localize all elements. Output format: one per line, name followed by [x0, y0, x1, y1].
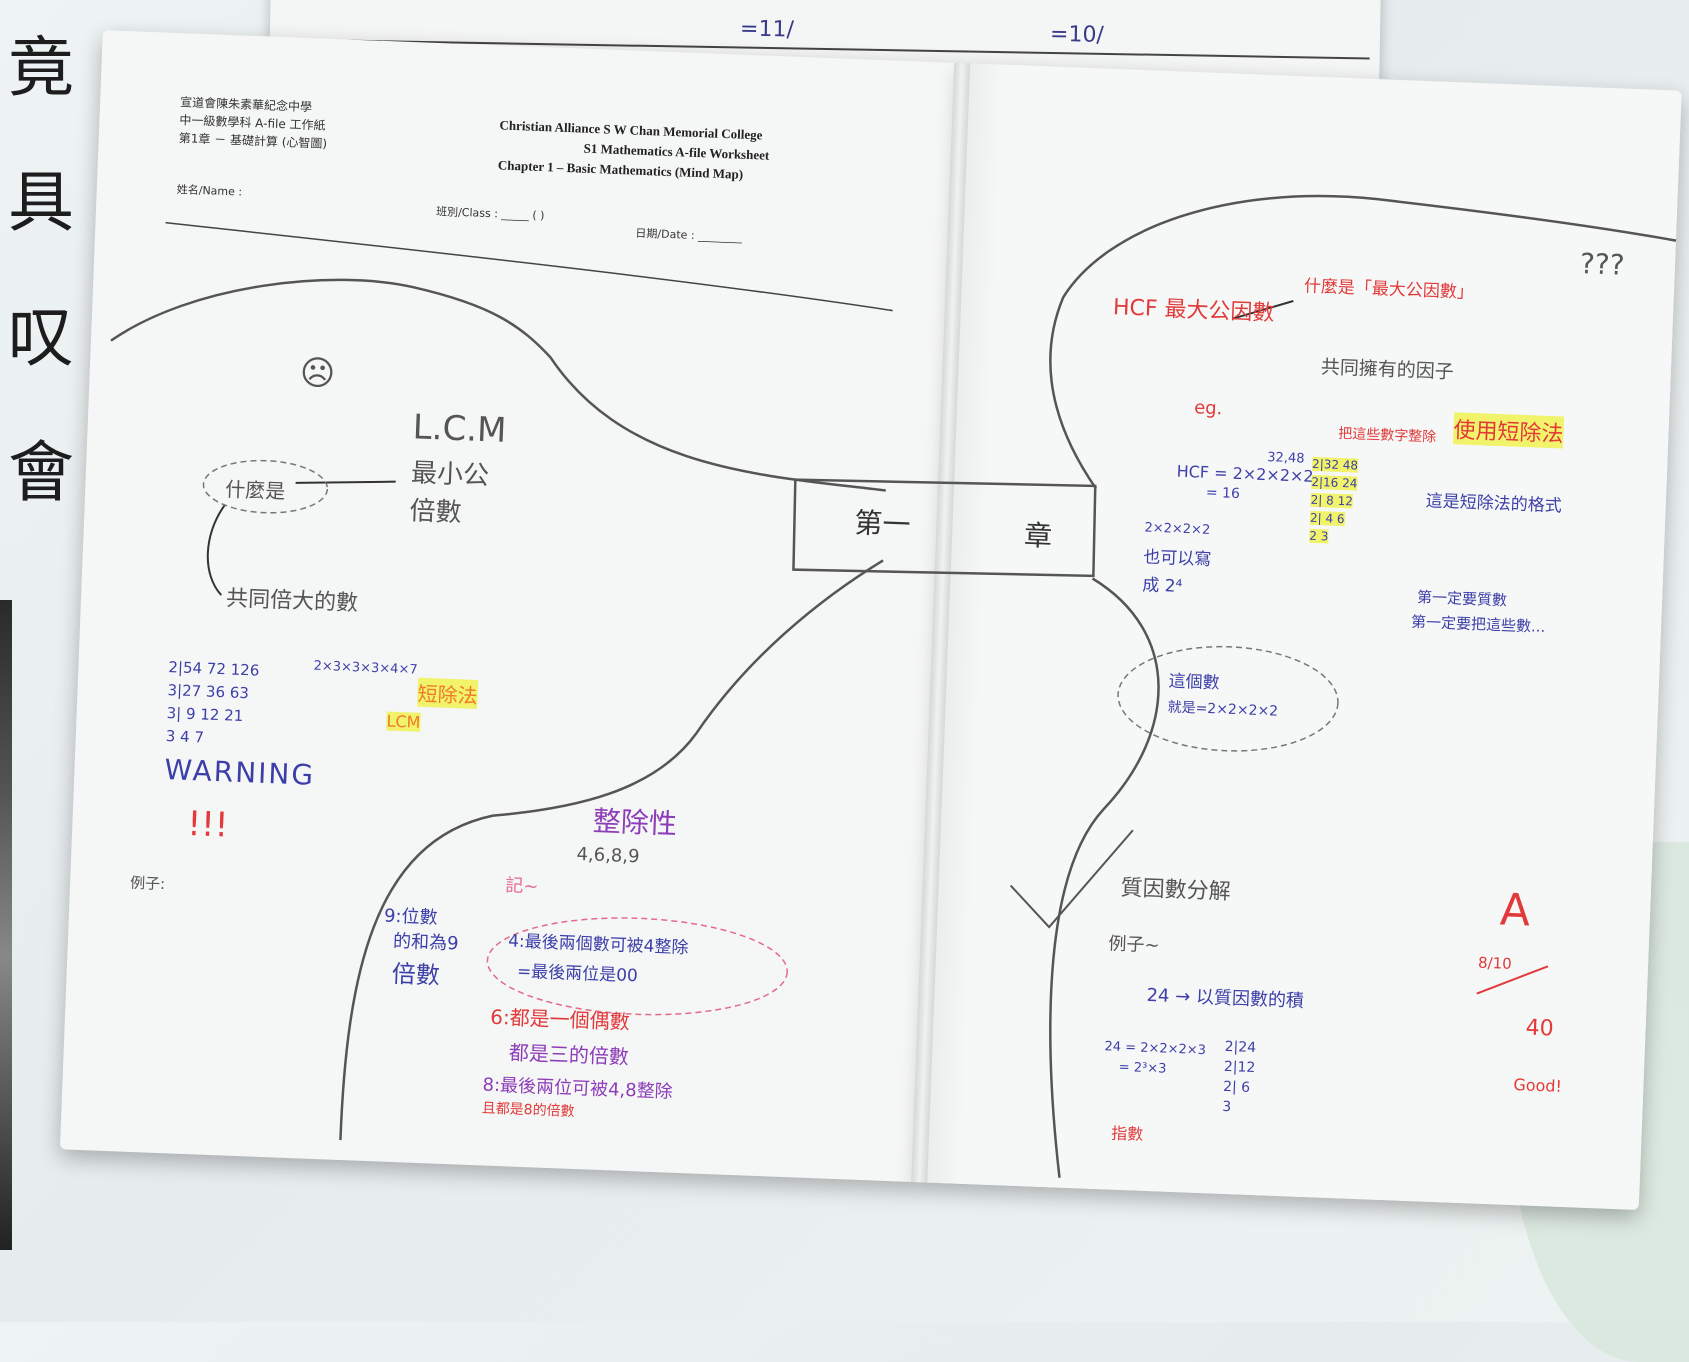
rule4-line2: =最後兩位是00 [516, 961, 639, 987]
side-char-3: 叹 [8, 299, 74, 376]
hcf-title: HCF 最大公因數 [1112, 295, 1275, 327]
lcm-definition: 共同倍大的數 [225, 586, 359, 617]
warning-marks: !!! [186, 803, 230, 846]
hcf-ladder-row-4: 2| 4 6 [1309, 510, 1345, 527]
lcm-ladder-row-4: 3 4 7 [165, 727, 205, 747]
hcf-rule-a: 第一定要質數 [1416, 587, 1508, 610]
lcm-ladder-row-3: 3| 9 12 21 [166, 704, 244, 725]
lcm-cloud-text: 什麼是 [224, 477, 286, 504]
rule9-line2: 的和為9 [392, 930, 459, 955]
hcf-method: 使用短除法 [1452, 412, 1565, 449]
hcf-cloud-line1: 這個數 [1168, 671, 1220, 694]
side-vertical-text: 竟 具 叹 會 [8, 0, 74, 540]
top-paper-text-right: =10/ [1049, 21, 1105, 48]
lcm-line2: 倍數 [409, 496, 463, 529]
hcf-ladder-row-1: 2|32 48 [1311, 456, 1359, 473]
rule8-line2: 且都是8的倍數 [481, 1100, 575, 1121]
lcm-method2: LCM [386, 711, 421, 732]
hcf-ladder-row-5: 2 3 [1309, 528, 1329, 544]
question-marks: ??? [1579, 246, 1626, 282]
side-char-2: 具 [8, 164, 74, 241]
prime-ladder-row-4: 3 [1222, 1098, 1232, 1116]
prime-power: = 2³×3 [1118, 1059, 1167, 1077]
rule9-line3: 倍數 [391, 959, 441, 990]
hcf-power-line2: 也可以寫 [1142, 547, 1212, 571]
hcf-numbers: 32,48 [1267, 450, 1305, 467]
hcf-calc-line2: = 16 [1205, 484, 1241, 503]
rule6-line1: 6:都是一個偶數 [489, 1004, 631, 1035]
lcm-ladder-row-2: 3|27 36 63 [167, 681, 250, 703]
prime-ladder-row-3: 2| 6 [1222, 1078, 1251, 1096]
grade-stamp: 40 [1525, 1015, 1555, 1042]
side-char-1: 竟 [8, 29, 74, 106]
divisibility-title: 整除性 [592, 804, 678, 841]
worksheet-photo: 宣道會陳朱素華紀念中學 中一級數學科 A-file 工作紙 第1章 － 基礎計算… [38, 9, 1689, 1270]
prime-ladder-row-2: 2|12 [1223, 1058, 1256, 1077]
prime-title: 質因數分解 [1120, 875, 1232, 906]
sad-face-icon: ☹ [299, 352, 337, 395]
center-box-right-text: 章 [1023, 518, 1053, 553]
rule9-line1: 9:位數 [383, 905, 438, 929]
lcm-example-label: 例子: [129, 873, 166, 894]
lcm-ladder-row-1: 2|54 72 126 [168, 658, 260, 680]
center-box-left-text: 第一 [853, 506, 912, 542]
hcf-note2: 這是短除法的格式 [1425, 491, 1563, 517]
lcm-title: L.C.M [412, 407, 508, 451]
hcf-power-line3: 成 2⁴ [1141, 575, 1183, 597]
mind-map-outline [110, 194, 1677, 1178]
hcf-note: 把這些數字整除 [1337, 425, 1437, 446]
prime-arrow-label: 指數 [1110, 1123, 1144, 1144]
hcf-ladder-row-3: 2| 8 12 [1310, 492, 1354, 509]
grade-sign: 8/10 [1477, 953, 1513, 973]
warning-text: WARNING [163, 753, 316, 792]
hcf-ladder-row-2: 2|16 24 [1311, 474, 1358, 491]
hcf-eg: eg. [1193, 397, 1223, 420]
rule6-line2: 都是三的倍數 [508, 1040, 630, 1070]
lcm-method: 短除法 [417, 677, 479, 709]
prime-example: 例子~ [1108, 933, 1160, 957]
grade-comment: Good! [1513, 1075, 1563, 1096]
hcf-power-line1: 2×2×2×2 [1144, 520, 1211, 538]
prime-ladder-row-1: 2|24 [1224, 1038, 1257, 1057]
grade-mark: A [1499, 884, 1532, 937]
divisibility-numbers: 4,6,8,9 [576, 843, 640, 868]
name-field-label: 姓名/Name : [176, 183, 243, 199]
divisibility-intro: 記~ [504, 875, 539, 898]
side-photo-strip [0, 600, 12, 1250]
lcm-line1: 最小公 [410, 458, 490, 492]
hcf-definition: 共同擁有的因子 [1320, 356, 1455, 384]
side-char-4: 會 [8, 434, 74, 511]
hcf-cloud-line2: 就是=2×2×2×2 [1167, 699, 1279, 720]
